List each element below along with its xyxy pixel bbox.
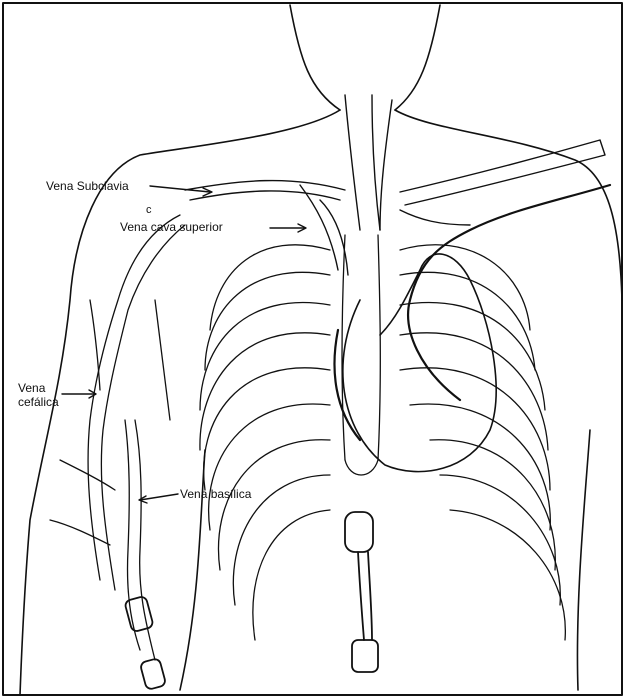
ribs-left [200,245,330,640]
arm-veins [50,215,185,660]
label-vena-cefalica-line1: Vena [18,382,45,395]
label-vena-subclavia: Vena Subclavia [46,180,129,193]
label-c: c [146,204,152,217]
frame-border [3,3,622,695]
label-vena-cefalica-line2: cefálica [18,396,59,409]
label-vena-basilica: Vena basílica [180,488,251,501]
arrow-basilica [140,494,178,500]
label-vena-cava-superior: Vena cava superior [120,221,223,234]
heart [343,254,496,472]
cannula-connectors [124,512,378,690]
catheter-line [334,185,610,440]
